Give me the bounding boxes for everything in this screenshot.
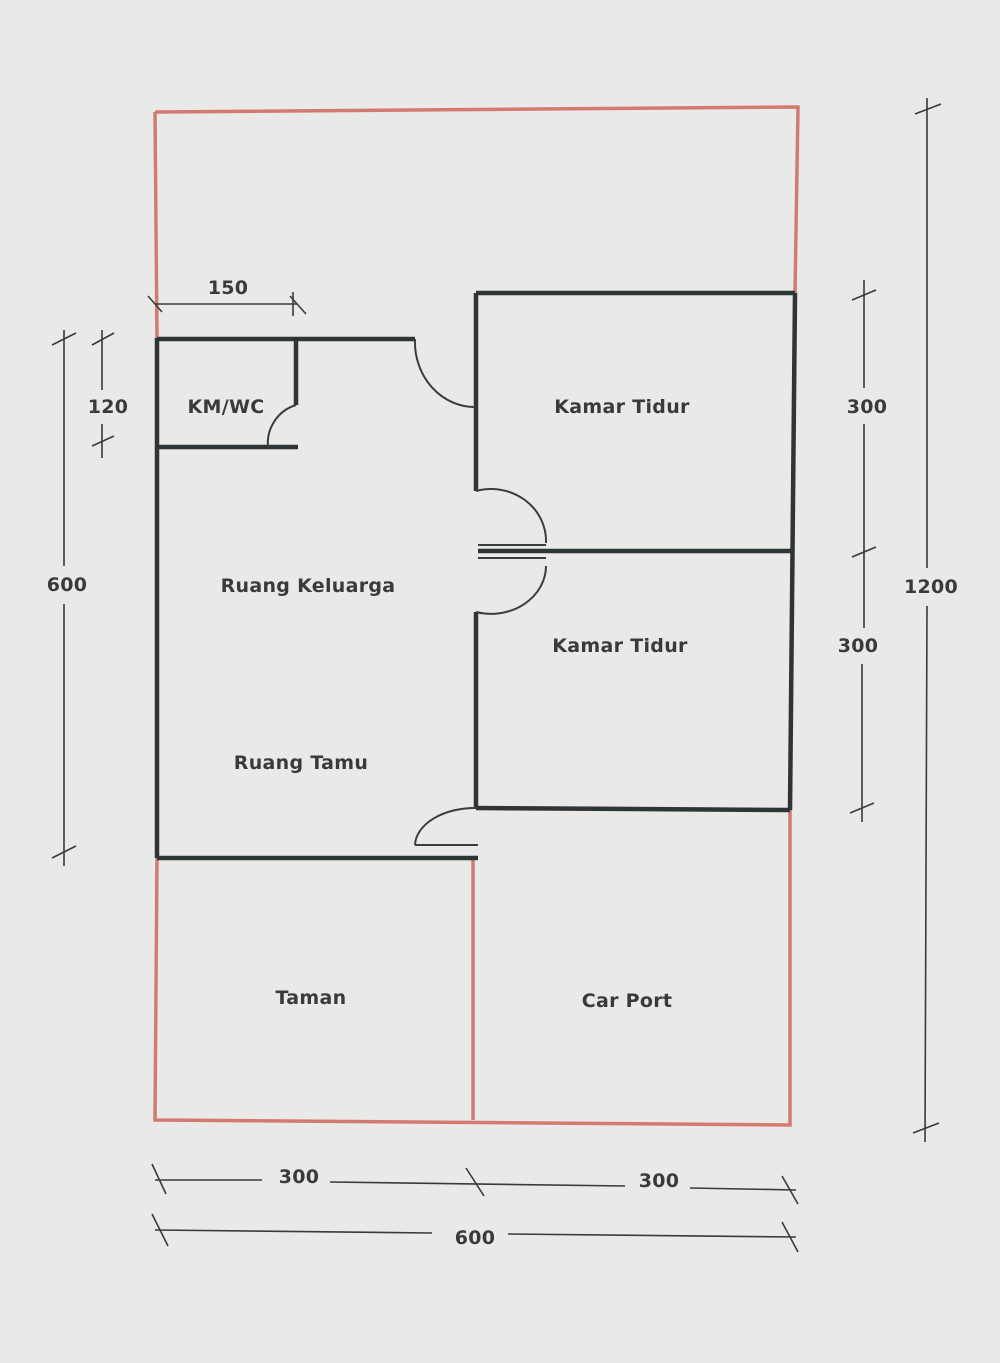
room-label-km-wc: KM/WC bbox=[188, 396, 265, 418]
dimension-label-300-taman: 300 bbox=[279, 1166, 320, 1188]
dimension-label-300-carport: 300 bbox=[639, 1170, 680, 1192]
dimension-bedrooms: 300 300 bbox=[838, 280, 888, 822]
dimension-wc-depth: 120 bbox=[88, 330, 129, 458]
door-bedroom-2 bbox=[475, 565, 547, 615]
dimension-label-150: 150 bbox=[208, 277, 249, 299]
doors bbox=[266, 338, 548, 846]
room-label-ruang-keluarga: Ruang Keluarga bbox=[221, 575, 396, 597]
dimension-label-600-bottom: 600 bbox=[455, 1227, 496, 1249]
dimension-lot-width: 600 bbox=[151, 1213, 799, 1253]
door-entry-hall bbox=[413, 338, 477, 409]
dimension-bottom-widths: 300 300 bbox=[151, 1163, 799, 1205]
dimension-label-120: 120 bbox=[88, 396, 129, 418]
dimension-label-600-left: 600 bbox=[47, 574, 88, 596]
door-bedroom-1 bbox=[475, 488, 548, 544]
room-label-taman: Taman bbox=[276, 987, 347, 1009]
dimension-label-300-bedroom-1: 300 bbox=[847, 396, 888, 418]
dimension-label-300-bedroom-2: 300 bbox=[838, 635, 879, 657]
dimension-lot-length: 1200 bbox=[904, 98, 958, 1143]
door-wc bbox=[266, 404, 297, 448]
room-label-ruang-tamu: Ruang Tamu bbox=[234, 752, 368, 774]
house-walls bbox=[154, 290, 798, 861]
room-label-kamar-tidur-1: Kamar Tidur bbox=[554, 396, 690, 418]
door-front bbox=[414, 806, 477, 846]
room-label-car-port: Car Port bbox=[582, 990, 673, 1012]
room-label-kamar-tidur-2: Kamar Tidur bbox=[552, 635, 688, 657]
dimension-house-depth: 600 bbox=[47, 330, 88, 866]
dimension-label-1200: 1200 bbox=[904, 576, 958, 598]
lot-boundary bbox=[153, 105, 800, 1127]
dimension-wc-width: 150 bbox=[147, 277, 307, 316]
